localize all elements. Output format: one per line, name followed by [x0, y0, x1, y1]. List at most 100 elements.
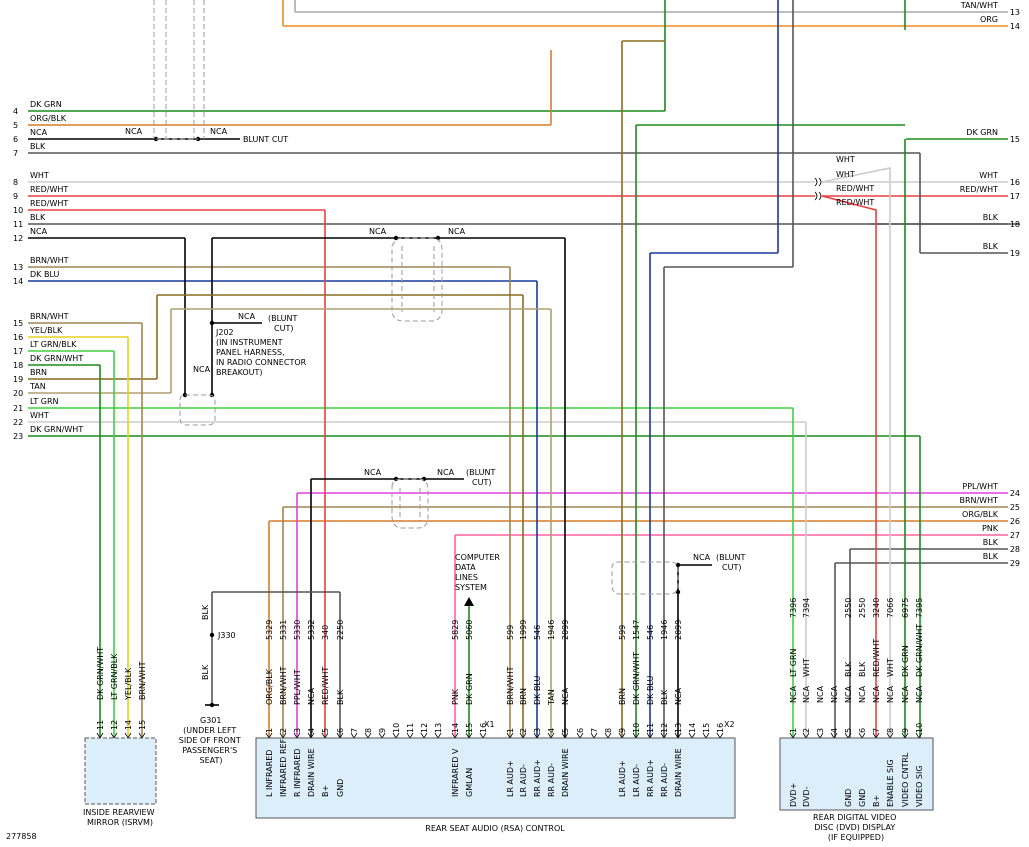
dvd-pin-function: GND	[858, 789, 867, 807]
rsa-wire-color: PNK	[451, 688, 460, 705]
wire-color-label: DK BLU	[30, 270, 59, 279]
figure-id: 277858	[6, 832, 37, 841]
dvd-wire-color: BLK	[844, 661, 853, 677]
rsa-pin-number: 6	[336, 728, 345, 733]
computer-data-line: DATA	[455, 563, 476, 572]
wire-number: 5	[13, 121, 18, 130]
nca-label: NCA	[369, 227, 387, 236]
wire-color-label: BRN/WHT	[30, 256, 69, 265]
rsa-wire-color: RED/WHT	[321, 667, 330, 705]
dvd-circuit-number: 7066	[886, 598, 895, 618]
wire-color-label: TAN	[29, 382, 46, 391]
wire-number: 13	[13, 263, 23, 272]
dvd-pin-number: 7	[872, 728, 881, 733]
wire-number: 7	[13, 149, 18, 158]
rsa-circuit-number: 5060	[465, 620, 474, 640]
rsa-pin-function: LR AUD-	[519, 764, 528, 797]
rsa-title: REAR SEAT AUDIO (RSA) CONTROL	[425, 824, 565, 833]
j202-line: J202	[215, 328, 234, 337]
rsa-circuit-number: 5829	[451, 620, 460, 640]
dvd-circuit-number: 2550	[844, 598, 853, 618]
routed-wire	[821, 195, 877, 738]
wire-number: 21	[13, 404, 23, 413]
dvd-pin-number: 2	[802, 728, 811, 733]
rsa-pin-number: 5	[561, 728, 570, 733]
wire-number: 25	[1010, 503, 1020, 512]
wire-color-label: WHT	[30, 171, 49, 180]
shield-dash	[391, 237, 443, 322]
dvd-wire-color: NCA	[886, 685, 895, 703]
j202-label: J202 (IN INSTRUMENT PANEL HARNESS, IN RA…	[215, 328, 309, 377]
wire-color-label: DK GRN	[966, 128, 998, 137]
dvd-pin-function: B+	[872, 795, 881, 807]
connector-chevron-icon	[814, 191, 822, 201]
dvd-circuit-number: 2550	[858, 598, 867, 618]
rsa-pin-number: 4	[307, 728, 316, 733]
wire-number: 17	[1010, 192, 1020, 201]
rsa-pin-function: LR AUD-	[632, 764, 641, 797]
shield-dashes-layer	[153, 0, 679, 595]
rsa-pin-number: 12	[660, 723, 669, 733]
rsa-pin-function: RR AUD+	[533, 759, 542, 797]
wire-number: 11	[13, 220, 23, 229]
rsa-circuit-number: 5331	[279, 620, 288, 640]
dvd-wire-color: LT GRN	[789, 648, 798, 677]
rsa-wire-color: DK GRN	[465, 673, 474, 705]
wire-color-label: BLK	[30, 213, 46, 222]
rsa-pin-number: 6	[576, 728, 585, 733]
nca-label: NCA	[125, 127, 143, 136]
rsa-wire-color: BRN	[519, 688, 528, 705]
rsa-pin-number: 10	[392, 723, 401, 733]
wire-number: 4	[13, 107, 18, 116]
isrvm-pin-number: 14	[124, 720, 133, 730]
splice-dot	[209, 632, 215, 638]
dvd-branch-label: WHT	[836, 170, 855, 179]
dvd-display-box	[779, 737, 934, 811]
rsa-control-box	[255, 737, 736, 819]
dvd-pin-function: ENABLE SIG	[886, 759, 895, 807]
splice-dot	[675, 589, 681, 595]
wire-number: 13	[1010, 8, 1020, 17]
computer-data-line: SYSTEM	[455, 583, 487, 592]
dvd-pin-function: VIDEO CNTRL	[901, 752, 910, 807]
rsa-wire-color: BRN/WHT	[279, 666, 288, 705]
wire-number: 17	[13, 347, 23, 356]
rsa-circuit-number: 1547	[632, 620, 641, 640]
rsa-circuit-number: 546	[646, 625, 655, 640]
rsa-pin-number: 15	[702, 723, 711, 733]
wire-number: 14	[1010, 22, 1020, 31]
dvd-wire-color: NCA	[858, 685, 867, 703]
wire-number: 14	[13, 277, 23, 286]
rsa-wire-color: NCA	[561, 687, 570, 705]
wire-color-label: ORG/BLK	[30, 114, 67, 123]
rsa-pin-number: 12	[420, 723, 429, 733]
wire-color-label: BRN/WHT	[30, 312, 69, 321]
rsa-wire-color: BLK	[336, 689, 345, 705]
rsa-pin-number: 4	[547, 728, 556, 733]
wire-color-label: RED/WHT	[960, 185, 998, 194]
rsa-pin-number: 3	[293, 728, 302, 733]
isrvm-title-line: MIRROR (ISRVM)	[87, 818, 153, 827]
g301-label: G301	[200, 716, 221, 725]
rsa-circuit-number: 5330	[293, 620, 302, 640]
dvd-wire-color: NCA	[830, 685, 839, 703]
rsa-circuit-number: 5332	[307, 620, 316, 640]
wire-color-label: LT GRN	[30, 397, 59, 406]
blunt-cut-label: BLUNT CUT	[243, 135, 288, 144]
wire-number: 10	[13, 206, 23, 215]
rsa-pin-number: 16	[716, 723, 725, 733]
rsa-circuit-number: 2099	[561, 620, 570, 640]
rsa-pin-number: 14	[688, 723, 697, 733]
g301-location-line: SEAT)	[200, 756, 223, 765]
rsa-pin-number: 1	[506, 728, 515, 733]
dvd-title-line: DISC (DVD) DISPLAY	[814, 823, 895, 832]
wire-color-label: BLK	[983, 213, 999, 222]
dvd-wire-color: NCA	[789, 685, 798, 703]
isrvm-connector-box	[84, 737, 157, 805]
isrvm-pin-number: 12	[110, 720, 119, 730]
wire-color-label: BLK	[983, 552, 999, 561]
g301-location-line: (UNDER LEFT	[183, 726, 236, 735]
wire-number: 18	[1010, 220, 1020, 229]
dvd-wire-color: RED/WHT	[872, 639, 881, 677]
